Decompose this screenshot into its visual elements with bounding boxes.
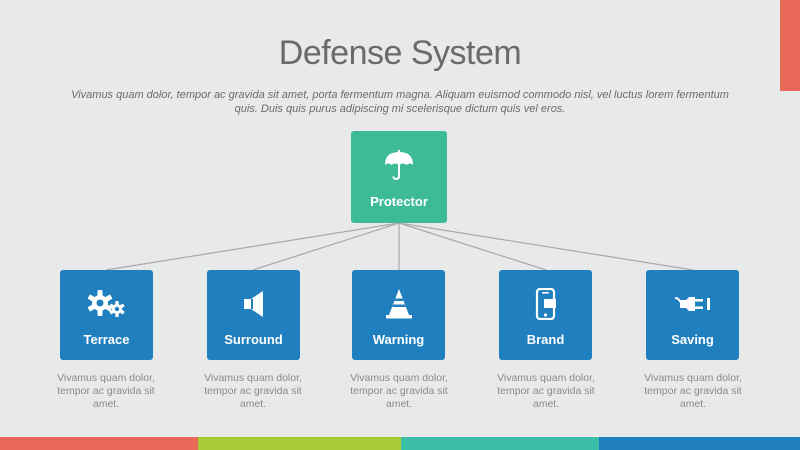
warning-label: Warning [372,332,425,347]
gears-icon [87,290,124,317]
mobile-phone-icon [535,288,556,320]
terrace-label: Terrace [83,332,130,347]
connector-line-surround [252,222,400,271]
bottom-bar-segment-red [0,437,198,450]
protector-label: Protector [370,194,428,209]
protector-node[interactable]: Protector [351,131,447,223]
brand-description: Vivamus quam dolor, tempor ac gravida si… [497,372,595,410]
saving-description: Vivamus quam dolor, tempor ac gravida si… [644,372,742,410]
saving-node[interactable]: Saving [646,270,739,360]
warning-node[interactable]: Warning [352,270,445,360]
power-plug-icon [674,297,710,311]
surround-node[interactable]: Surround [207,270,300,360]
bottom-bar-segment-teal [401,437,599,450]
surround-label: Surround [224,332,283,347]
bottom-bar-segment-blue [599,437,800,450]
connector-line-brand [398,222,547,271]
bottom-bar-segment-green [198,437,401,450]
warning-description: Vivamus quam dolor, tempor ac gravida si… [350,372,448,410]
bottom-color-bar [0,437,800,450]
terrace-node[interactable]: Terrace [60,270,153,360]
connector-line-terrace [105,222,400,271]
brand-node[interactable]: Brand [499,270,592,360]
umbrella-icon [385,150,413,181]
surround-description: Vivamus quam dolor, tempor ac gravida si… [204,372,302,410]
speaker-icon [243,291,263,317]
brand-label: Brand [526,332,565,347]
traffic-cone-icon [385,289,412,319]
page-subtitle: Vivamus quam dolor, tempor ac gravida si… [71,89,729,115]
connector-line-saving [398,222,694,271]
page-title: Defense System [278,34,522,72]
saving-label: Saving [671,332,714,347]
terrace-description: Vivamus quam dolor, tempor ac gravida si… [57,372,155,410]
corner-accent-bar [780,0,800,91]
